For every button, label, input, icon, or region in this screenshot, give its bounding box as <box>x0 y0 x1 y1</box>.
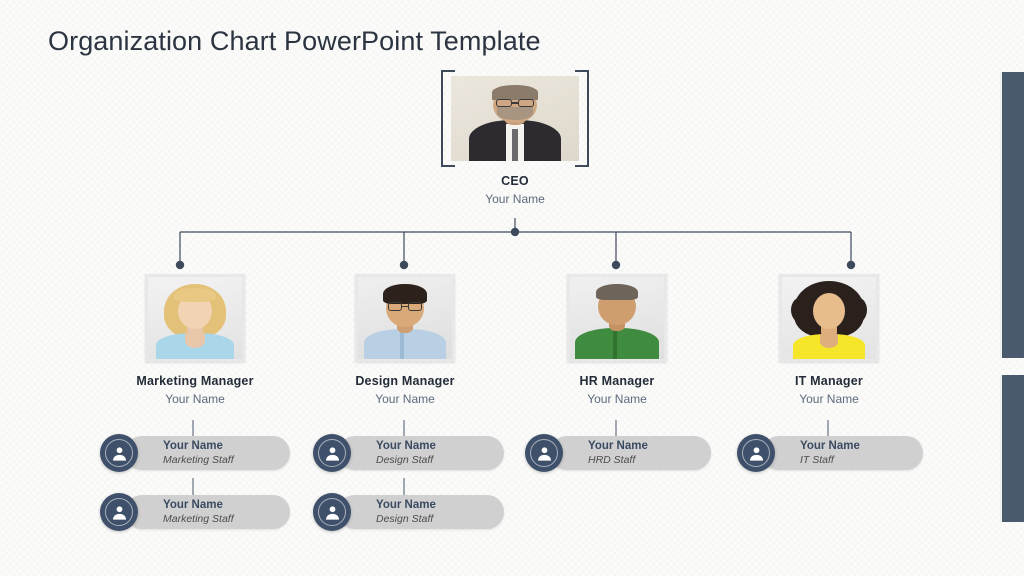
person-icon <box>100 434 138 472</box>
design-manager-title: Design Manager <box>355 374 455 388</box>
ceo-photo <box>451 76 579 161</box>
ceo-title: CEO <box>501 174 529 188</box>
it-manager-title: IT Manager <box>795 374 863 388</box>
staff-pill[interactable]: Your Name IT Staff <box>762 436 923 470</box>
manager-column-marketing[interactable]: Marketing Manager Your Name <box>95 274 295 406</box>
staff-pill[interactable]: Your Name HRD Staff <box>550 436 711 470</box>
staff-name: Your Name <box>163 439 223 452</box>
edge-accent-bar-top <box>1000 72 1024 358</box>
it-manager-label-block: IT Manager Your Name <box>729 374 929 406</box>
staff-name: Your Name <box>376 498 436 511</box>
design-manager-name: Your Name <box>375 392 435 406</box>
marketing-manager-photo-frame <box>145 274 245 362</box>
manager-column-hr[interactable]: HR Manager Your Name <box>517 274 717 406</box>
edge-accent-bar-bottom <box>1000 375 1024 522</box>
marketing-manager-photo <box>148 277 242 359</box>
staff-role: Design Staff <box>376 454 434 467</box>
manager-column-design[interactable]: Design Manager Your Name <box>305 274 505 406</box>
hr-manager-name: Your Name <box>587 392 647 406</box>
person-icon <box>737 434 775 472</box>
marketing-manager-title: Marketing Manager <box>136 374 254 388</box>
ceo-photo-frame <box>441 70 589 167</box>
hr-manager-photo-frame <box>567 274 667 362</box>
page-title: Organization Chart PowerPoint Template <box>48 26 541 56</box>
staff-name: Your Name <box>376 439 436 452</box>
manager-column-it[interactable]: IT Manager Your Name <box>729 274 929 406</box>
staff-row-design-1[interactable]: Your Name Design Staff <box>313 434 504 472</box>
staff-role: IT Staff <box>800 454 834 467</box>
staff-role: Marketing Staff <box>163 454 234 467</box>
staff-name: Your Name <box>163 498 223 511</box>
it-manager-photo <box>782 277 876 359</box>
frame-bracket-right-icon <box>575 70 589 167</box>
staff-name: Your Name <box>588 439 648 452</box>
marketing-manager-name: Your Name <box>165 392 225 406</box>
staff-role: Design Staff <box>376 513 434 526</box>
frame-bracket-left-icon <box>441 70 455 167</box>
staff-role: HRD Staff <box>588 454 636 467</box>
staff-pill[interactable]: Your Name Design Staff <box>338 436 504 470</box>
ceo-label-block: CEO Your Name <box>451 174 579 206</box>
ceo-node[interactable]: CEO Your Name <box>441 70 589 206</box>
design-manager-photo-frame <box>355 274 455 362</box>
hr-manager-title: HR Manager <box>579 374 655 388</box>
person-icon <box>313 434 351 472</box>
ceo-name: Your Name <box>485 192 545 206</box>
marketing-manager-label-block: Marketing Manager Your Name <box>95 374 295 406</box>
staff-pill[interactable]: Your Name Marketing Staff <box>125 436 290 470</box>
staff-pill[interactable]: Your Name Design Staff <box>338 495 504 529</box>
staff-row-hr-1[interactable]: Your Name HRD Staff <box>525 434 715 472</box>
staff-pill[interactable]: Your Name Marketing Staff <box>125 495 290 529</box>
design-manager-label-block: Design Manager Your Name <box>305 374 505 406</box>
hr-manager-label-block: HR Manager Your Name <box>517 374 717 406</box>
staff-row-design-2[interactable]: Your Name Design Staff <box>313 493 504 531</box>
design-manager-photo <box>358 277 452 359</box>
it-manager-name: Your Name <box>799 392 859 406</box>
person-icon <box>100 493 138 531</box>
hr-manager-photo <box>570 277 664 359</box>
staff-row-marketing-2[interactable]: Your Name Marketing Staff <box>100 493 290 531</box>
staff-name: Your Name <box>800 439 860 452</box>
staff-role: Marketing Staff <box>163 513 234 526</box>
it-manager-photo-frame <box>779 274 879 362</box>
staff-row-it-1[interactable]: Your Name IT Staff <box>737 434 927 472</box>
person-icon <box>525 434 563 472</box>
staff-row-marketing-1[interactable]: Your Name Marketing Staff <box>100 434 290 472</box>
person-icon <box>313 493 351 531</box>
